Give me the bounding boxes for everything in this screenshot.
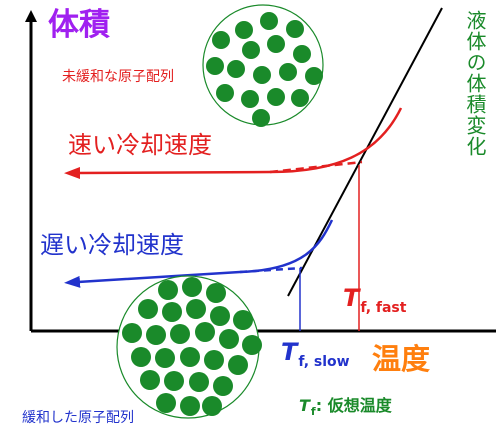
legend-symbol: T bbox=[299, 396, 310, 415]
slow-cooling-label: 遅い冷却速度 bbox=[40, 231, 184, 259]
tf-fast-label: Tf, fast bbox=[343, 286, 406, 315]
fictive-temperature-legend: Tf: 仮想温度 bbox=[299, 396, 392, 418]
y-axis-label: 体積 bbox=[48, 7, 110, 43]
fast-cooling-label: 速い冷却速度 bbox=[68, 131, 212, 159]
relaxed-arrangement-label: 緩和した原子配列 bbox=[22, 410, 134, 426]
tf-fast-symbol: T bbox=[343, 284, 360, 312]
tf-fast-subscript: f, fast bbox=[360, 300, 407, 316]
legend-subscript: f bbox=[310, 405, 316, 418]
unrelaxed-atoms-circle bbox=[202, 4, 324, 127]
fast-cooling-extrapolation bbox=[269, 160, 363, 174]
tf-slow-symbol: T bbox=[281, 338, 298, 366]
relaxed-atoms-circle bbox=[116, 275, 262, 419]
unrelaxed-arrangement-label: 未緩和な原子配列 bbox=[62, 69, 174, 85]
slow-cooling-curve bbox=[64, 219, 334, 288]
slow-cooling-extrapolation bbox=[239, 266, 303, 274]
tf-slow-subscript: f, slow bbox=[298, 354, 350, 370]
legend-text: : 仮想温度 bbox=[315, 396, 392, 415]
liquid-volume-label: 液体の体積変化 bbox=[463, 10, 487, 157]
fast-cooling-curve bbox=[64, 107, 403, 179]
x-axis-label: 温度 bbox=[372, 342, 431, 376]
tf-slow-label: Tf, slow bbox=[281, 340, 350, 369]
